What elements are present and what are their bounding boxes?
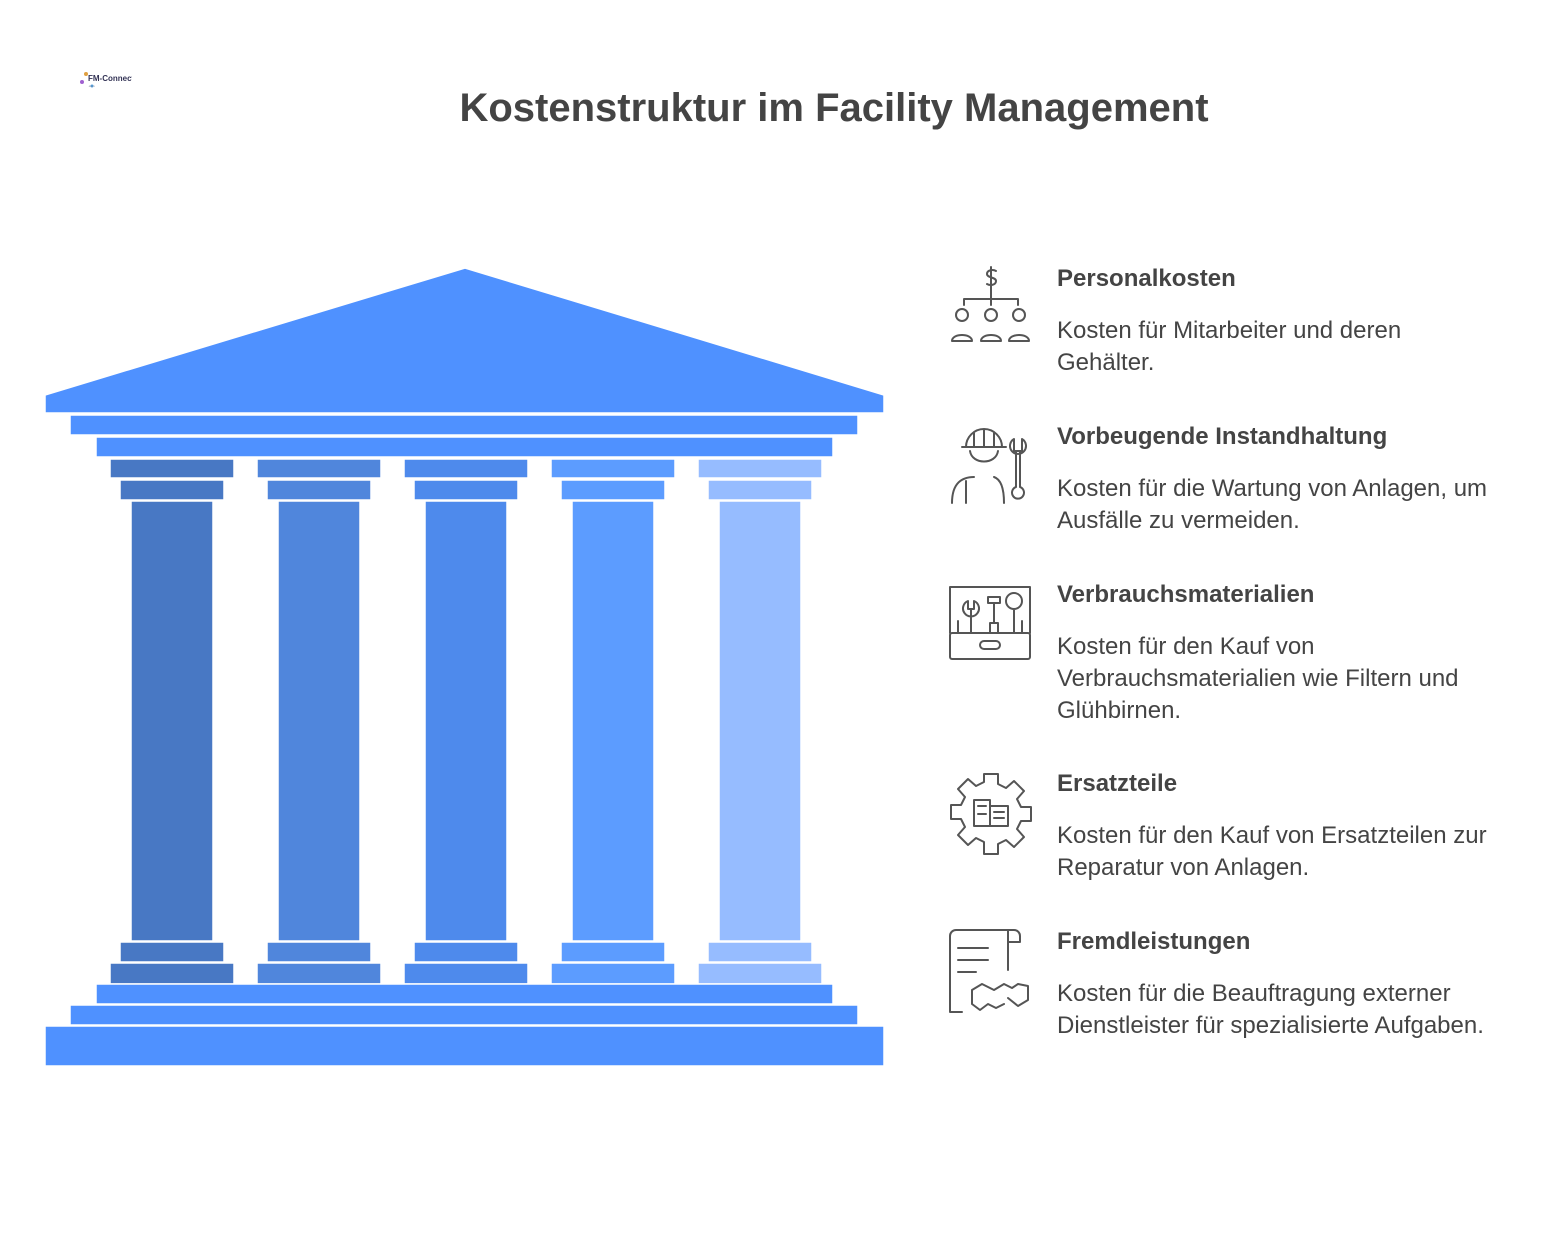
column-5 bbox=[697, 458, 823, 985]
cost-item-heading: Personalkosten bbox=[1057, 265, 1236, 292]
column-capital bbox=[403, 458, 529, 479]
column-3 bbox=[403, 458, 529, 985]
cost-item-description: Kosten für Mitarbeiter und deren Gehälte… bbox=[1057, 317, 1402, 376]
cost-item-description: Kosten für die Wartung von Anlagen, um A… bbox=[1057, 475, 1488, 534]
base-step bbox=[69, 1004, 859, 1026]
cost-item-description: Kosten für die Beauftragung externer Die… bbox=[1057, 980, 1484, 1039]
roof-step bbox=[69, 414, 859, 436]
column-capital bbox=[707, 479, 813, 501]
column-base bbox=[266, 941, 372, 963]
column-shaft bbox=[424, 500, 508, 942]
cost-item-heading: Ersatzteile bbox=[1057, 770, 1178, 797]
logo: FM-Connect .com bbox=[80, 72, 132, 88]
column-base bbox=[119, 941, 225, 963]
temple-diagram bbox=[44, 267, 885, 1067]
cost-item-heading: Fremdleistungen bbox=[1057, 928, 1251, 955]
column-base bbox=[697, 962, 823, 985]
column-capital bbox=[560, 479, 666, 501]
cost-item-heading: Verbrauchsmaterialien bbox=[1057, 581, 1315, 608]
column-1 bbox=[109, 458, 235, 985]
column-capital bbox=[697, 458, 823, 479]
svg-text:FM-Connect: FM-Connect bbox=[88, 74, 132, 83]
column-base bbox=[707, 941, 813, 963]
column-base bbox=[413, 941, 519, 963]
column-base bbox=[109, 962, 235, 985]
column-base bbox=[403, 962, 529, 985]
column-2 bbox=[256, 458, 382, 985]
roof-pediment bbox=[44, 267, 885, 414]
column-shaft bbox=[277, 500, 361, 942]
column-base bbox=[256, 962, 382, 985]
column-base bbox=[560, 941, 666, 963]
cost-item-heading: Vorbeugende Instandhaltung bbox=[1057, 423, 1388, 450]
column-shaft bbox=[571, 500, 655, 942]
cost-item-description: Kosten für den Kauf von Verbrauchsmateri… bbox=[1057, 633, 1459, 724]
column-capital bbox=[119, 479, 225, 501]
cost-item-description: Kosten für den Kauf von Ersatzteilen zur… bbox=[1057, 822, 1487, 881]
temple-roof bbox=[44, 267, 885, 458]
roof-step bbox=[95, 436, 834, 458]
money-hierarchy-icon bbox=[948, 265, 1034, 351]
worker-wrench-icon bbox=[948, 423, 1034, 509]
base-step bbox=[44, 1025, 885, 1067]
column-capital bbox=[413, 479, 519, 501]
base-step bbox=[95, 983, 834, 1005]
column-shaft bbox=[130, 500, 214, 942]
column-base bbox=[550, 962, 676, 985]
column-capital bbox=[109, 458, 235, 479]
column-capital bbox=[550, 458, 676, 479]
temple-base bbox=[44, 983, 885, 1067]
page-title: Kostenstruktur im Facility Management bbox=[459, 86, 1209, 130]
contract-handshake-icon bbox=[948, 928, 1034, 1014]
column-4 bbox=[550, 458, 676, 985]
column-shaft bbox=[718, 500, 802, 942]
svg-text:.com: .com bbox=[88, 84, 95, 88]
toolbox-icon bbox=[948, 581, 1034, 667]
column-capital bbox=[266, 479, 372, 501]
column-capital bbox=[256, 458, 382, 479]
gear-parts-icon bbox=[948, 770, 1034, 856]
